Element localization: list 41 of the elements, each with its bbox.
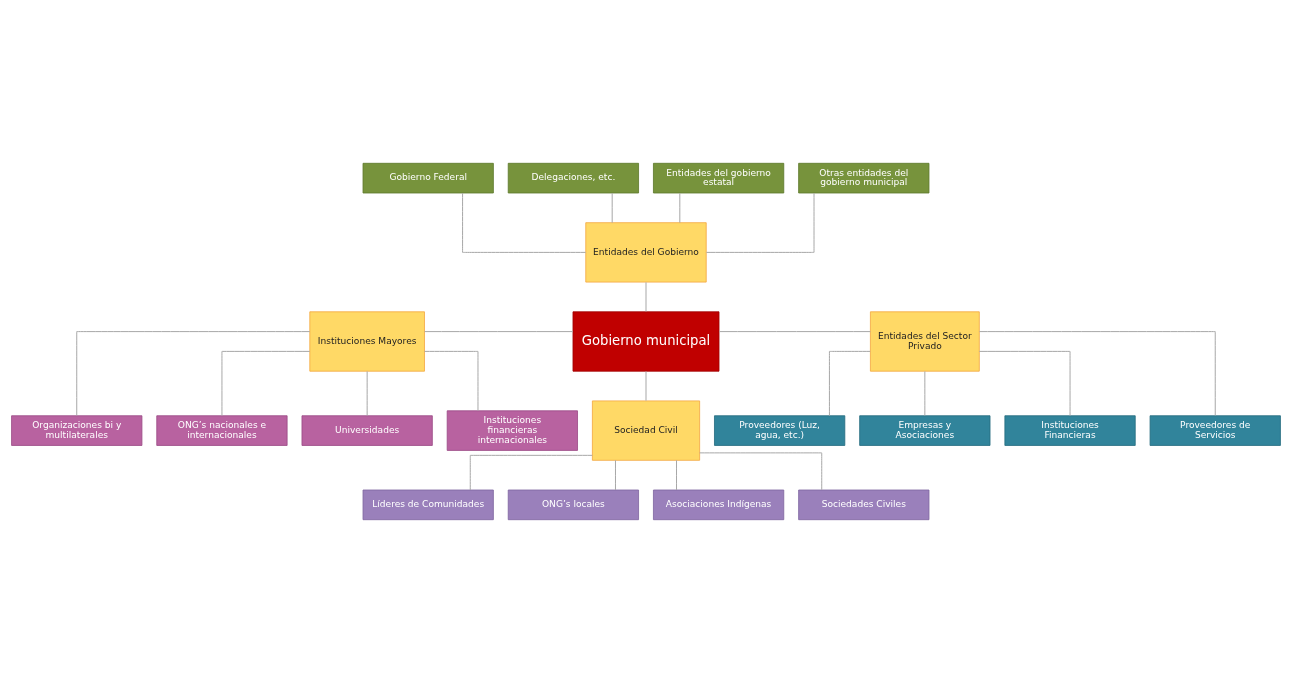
node-box: Entidades del Sector Privado bbox=[870, 310, 980, 372]
connector bbox=[828, 350, 871, 416]
connector bbox=[611, 192, 613, 223]
connector bbox=[645, 370, 647, 401]
node-box: Proveedores (Luz, agua, etc.) bbox=[714, 414, 846, 446]
node-box: Instituciones Financieras bbox=[1004, 414, 1136, 446]
node-box: ONG’s locales bbox=[507, 489, 639, 520]
node-box: Universidades bbox=[301, 414, 433, 446]
node-box: Delegaciones, etc. bbox=[507, 162, 639, 193]
connector bbox=[705, 192, 815, 253]
connector bbox=[424, 350, 479, 411]
node-box: Instituciones Mayores bbox=[309, 310, 425, 372]
node-box: Empresas y Asociaciones bbox=[859, 414, 991, 446]
node-box: Entidades del gobierno estatal bbox=[653, 162, 785, 193]
connector bbox=[462, 192, 587, 253]
connector bbox=[924, 370, 926, 416]
node-box: Sociedad Civil bbox=[591, 400, 701, 461]
node-box: Líderes de Comunidades bbox=[362, 489, 494, 520]
connector bbox=[679, 192, 681, 223]
connector bbox=[221, 350, 311, 416]
connector bbox=[614, 459, 616, 490]
node-box: Asociaciones Indígenas bbox=[653, 489, 785, 520]
node-box: Organizaciones bi y multilaterales bbox=[11, 414, 143, 446]
connector bbox=[978, 330, 1216, 416]
node-box: Otras entidades del gobierno municipal bbox=[798, 162, 930, 193]
node-box: Sociedades Civiles bbox=[798, 489, 930, 520]
connector bbox=[676, 459, 678, 490]
connector bbox=[645, 281, 647, 312]
node-box: ONG’s nacionales e internacionales bbox=[156, 414, 288, 446]
connector bbox=[978, 350, 1071, 416]
node-box: Gobierno municipal bbox=[572, 310, 720, 372]
node-box: Instituciones financieras internacionales bbox=[446, 409, 578, 451]
connector bbox=[424, 330, 574, 332]
connector bbox=[469, 454, 593, 490]
connector bbox=[718, 330, 871, 332]
node-box: Gobierno Federal bbox=[362, 162, 494, 193]
connector bbox=[76, 330, 311, 416]
node-box: Proveedores de Servicios bbox=[1149, 414, 1281, 446]
connector bbox=[699, 451, 823, 490]
connector bbox=[366, 370, 368, 416]
node-box: Entidades del Gobierno bbox=[585, 221, 707, 282]
